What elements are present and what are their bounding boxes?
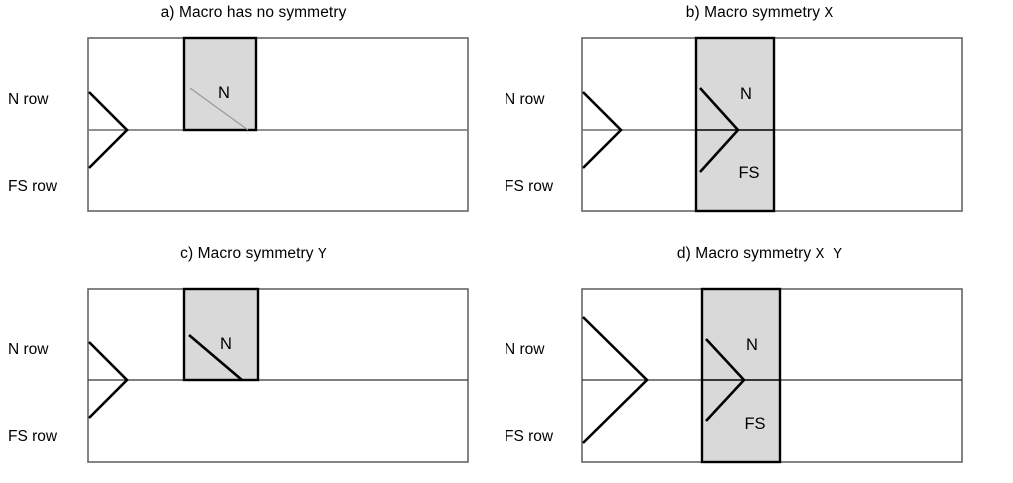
panel-b-drawing: N FS N row FS row (506, 36, 963, 213)
rows-outline (87, 37, 469, 212)
row-label-n: N row (8, 91, 49, 108)
panel-b: b) Macro symmetry X N FS N row FS row (506, 0, 1013, 242)
rows-outline (87, 288, 469, 463)
panel-d-drawing: N FS N row FS row (506, 287, 963, 464)
row-label-n: N row (506, 341, 545, 358)
panel-a-title: a) Macro has no symmetry (0, 2, 507, 25)
row-orientation-arrow (582, 316, 649, 444)
panel-a-title-main: a) Macro has no symmetry (160, 4, 347, 21)
macro-label-n: N (746, 336, 758, 354)
macro-block (182, 287, 260, 382)
row-label-fs: FS row (8, 428, 58, 445)
row-label-n: N row (8, 341, 49, 358)
panel-c: c) Macro symmetry Y N N row FS row (0, 241, 507, 483)
panel-a: a) Macro has no symmetry N N row FS row (0, 0, 507, 242)
row-label-fs: FS row (506, 178, 554, 195)
panel-c-drawing: N N row FS row (8, 287, 469, 463)
panel-b-title: b) Macro symmetry X (506, 2, 1013, 25)
macro-diagonal-bold (188, 334, 243, 381)
panel-c-title-main: c) Macro symmetry (180, 245, 319, 262)
macro-label-n: N (740, 85, 752, 103)
panel-b-title-symmetry: X (824, 6, 834, 22)
row-label-fs: FS row (506, 428, 554, 445)
row-label-n: N row (506, 91, 545, 108)
row-orientation-arrow (582, 91, 623, 169)
macro-label-n: N (220, 335, 232, 353)
macro-diagonal-faint (189, 87, 249, 131)
panel-d-title-symmetry: X Y (815, 247, 843, 263)
panel-d: d) Macro symmetry X Y N FS N row FS row (506, 241, 1013, 483)
row-orientation-arrow (88, 91, 129, 169)
macro-label-fs: FS (738, 164, 759, 182)
panel-a-drawing: N N row FS row (8, 36, 469, 212)
panel-c-title-symmetry: Y (318, 247, 327, 263)
macro-label-n: N (218, 84, 230, 102)
panel-d-title: d) Macro symmetry X Y (506, 243, 1013, 266)
panel-b-title-main: b) Macro symmetry (685, 4, 825, 21)
macro-block (694, 36, 776, 213)
panel-d-title-main: d) Macro symmetry (676, 245, 816, 262)
row-orientation-arrow (88, 341, 129, 419)
macro-block (182, 36, 258, 132)
macro-label-fs: FS (744, 415, 765, 433)
panel-c-title: c) Macro symmetry Y (0, 243, 507, 266)
row-label-fs: FS row (8, 178, 58, 195)
